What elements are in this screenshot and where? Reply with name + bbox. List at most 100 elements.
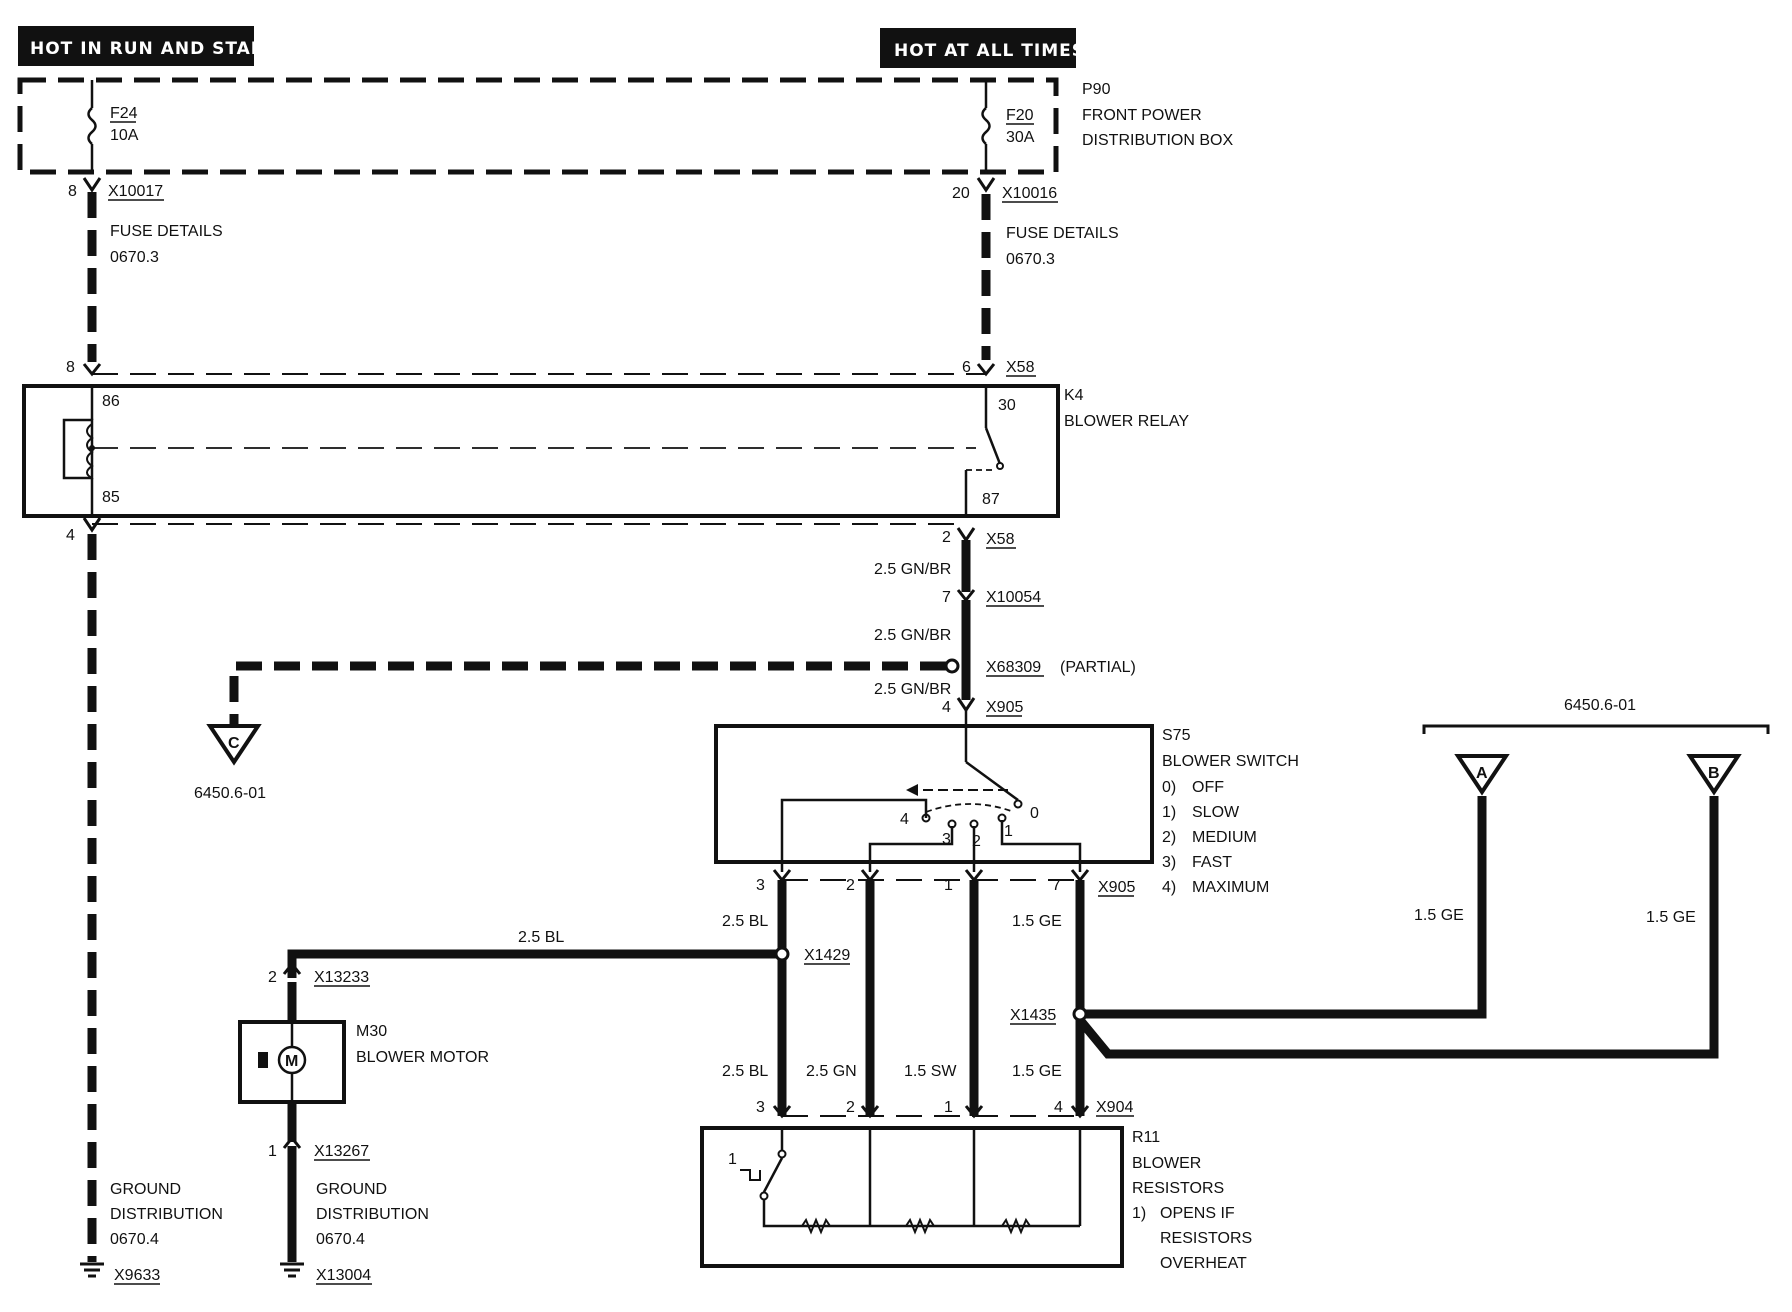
conn-motor-bottom-name: X13267: [314, 1143, 369, 1160]
offpage-a: A: [1454, 754, 1510, 796]
fuse-f24-rating: 10A: [110, 127, 139, 144]
power-box-ref: P90: [1082, 81, 1111, 98]
blower-switch-box: [714, 724, 1154, 864]
switch-contact-2: 2: [972, 833, 981, 850]
switch-name: BLOWER SWITCH: [1162, 753, 1299, 770]
wire-ge-label-a: 1.5 GE: [1414, 907, 1464, 924]
switch-contact-0: 0: [1030, 805, 1039, 822]
switch-pos-1-label: SLOW: [1192, 804, 1240, 821]
conn-relay-right-in-pin: 6: [962, 359, 971, 376]
header-left: HOT IN RUN AND START: [18, 26, 277, 66]
relay-pin-87: 87: [982, 491, 1000, 508]
resistor-icon: [801, 1217, 831, 1235]
ground-left-point: X9633: [114, 1267, 160, 1284]
conn-partial-name: X68309: [986, 659, 1041, 676]
motor-ref: M30: [356, 1023, 387, 1040]
switch-ref: S75: [1162, 727, 1191, 744]
offpage-c-letter: C: [228, 735, 240, 752]
wire-bl-label-top: 2.5 BL: [518, 929, 564, 946]
resistors-note-line3: OVERHEAT: [1160, 1255, 1247, 1272]
switch-pos-0-label: OFF: [1192, 779, 1224, 796]
blower-relay-box: [22, 384, 1060, 518]
conn-switch-out-pin-1: 1: [944, 877, 953, 894]
fuse-details-left-label: FUSE DETAILS: [110, 223, 223, 240]
switch-contact-3: 3: [942, 831, 951, 848]
conn-motor-bottom-pin: 1: [268, 1143, 277, 1160]
connector-arrow-icon: [956, 527, 976, 543]
switch-pos-3-label: FAST: [1192, 854, 1232, 871]
connector-arrow-icon: [976, 363, 996, 377]
ground-left-line1: GROUND: [110, 1181, 181, 1198]
switch-contact-4: 4: [900, 811, 909, 828]
ground-right-point: X13004: [316, 1267, 371, 1284]
wire-ge-label-b: 1.5 GE: [1646, 909, 1696, 926]
ground-left-ref: 0670.4: [110, 1231, 159, 1248]
switch-pos-2-label: MEDIUM: [1192, 829, 1257, 846]
conn-right-top-pin: 20: [952, 185, 970, 202]
ground-right-line2: DISTRIBUTION: [316, 1206, 429, 1223]
header-right-text: HOT AT ALL TIMES: [894, 41, 1085, 61]
offpage-ab-ref: 6450.6-01: [1564, 697, 1636, 714]
wire-gnbr-label-3: 2.5 GN/BR: [874, 681, 951, 698]
fuse-f20-id: F20: [1006, 107, 1034, 124]
power-box-line2: DISTRIBUTION BOX: [1082, 132, 1233, 149]
resistors-ref: R11: [1132, 1129, 1160, 1146]
connector-arrow-icon: [772, 1105, 792, 1119]
switch-pos-2-num: 2): [1162, 829, 1176, 846]
blower-resistors-box: [700, 1126, 1124, 1268]
connector-arrow-icon: [1070, 1105, 1090, 1119]
resistor-icon: [1001, 1217, 1031, 1235]
conn-switch-out-pin-7: 7: [1052, 877, 1061, 894]
wire-bl-label-1: 2.5 BL: [722, 913, 768, 930]
ground-icon: [280, 1262, 304, 1278]
splice-dot-icon: [774, 946, 790, 962]
conn-motor-top-name: X13233: [314, 969, 369, 986]
conn-relay-left-in-pin: 8: [66, 359, 75, 376]
conn-motor-splice-name: X1429: [804, 947, 850, 964]
connector-arrow-icon: [964, 1105, 984, 1119]
wire-gn-label: 2.5 GN: [806, 1063, 857, 1080]
connector-arrow-icon: [860, 1105, 880, 1119]
connector-arrow-icon: [82, 177, 102, 193]
conn-switch-out-pin-2: 2: [846, 877, 855, 894]
relay-coil-icon: [62, 418, 94, 480]
switch-pos-4-num: 4): [1162, 879, 1176, 896]
offpage-c: C 6450.6-01: [194, 724, 266, 802]
relay-name: BLOWER RELAY: [1064, 413, 1189, 430]
offpage-triangle-icon: [206, 724, 262, 766]
conn-resistor-pin-2: 2: [846, 1099, 855, 1116]
resistors-name-line1: BLOWER: [1132, 1155, 1201, 1172]
conn-right-top-name: X10016: [1002, 185, 1057, 202]
fuse-details-left-ref: 0670.3: [110, 249, 159, 266]
fuse-f24-id: F24: [110, 105, 138, 122]
conn-relay-right-out-pin: 2: [942, 529, 951, 546]
offpage-c-ref: 6450.6-01: [194, 785, 266, 802]
header-left-text: HOT IN RUN AND START: [30, 39, 277, 59]
relay-ref: K4: [1064, 387, 1084, 404]
conn-resistor-pin-1: 1: [944, 1099, 953, 1116]
wire-ge-label-2: 1.5 GE: [1012, 1063, 1062, 1080]
offpage-b: B: [1686, 754, 1742, 796]
switch-pos-1-num: 1): [1162, 804, 1176, 821]
conn-relay-left-out-pin: 4: [66, 527, 75, 544]
offpage-triangle-icon: [1454, 754, 1510, 796]
motor-name: BLOWER MOTOR: [356, 1049, 489, 1066]
conn-resistor-pin-4: 4: [1054, 1099, 1063, 1116]
ground-icon: [80, 1262, 104, 1278]
offpage-a-letter: A: [1476, 765, 1488, 782]
resistor-icon: [905, 1217, 935, 1235]
power-box-line1: FRONT POWER: [1082, 107, 1202, 124]
thermal-switch-icon: 1: [728, 1149, 787, 1201]
conn-relay-right-out-name: X58: [986, 531, 1015, 548]
ground-left-line2: DISTRIBUTION: [110, 1206, 223, 1223]
connector-arrow-icon: [82, 363, 102, 377]
conn-switch-in-pin: 4: [942, 699, 951, 716]
relay-pin-86: 86: [102, 393, 120, 410]
resistors-name-line2: RESISTORS: [1132, 1180, 1224, 1197]
conn-ge-splice-name: X1435: [1010, 1007, 1056, 1024]
connector-arrow-icon: [282, 1135, 302, 1149]
switch-pos-0-num: 0): [1162, 779, 1176, 796]
connector-arrow-icon: [976, 177, 996, 193]
wire-sw-label: 1.5 SW: [904, 1063, 957, 1080]
